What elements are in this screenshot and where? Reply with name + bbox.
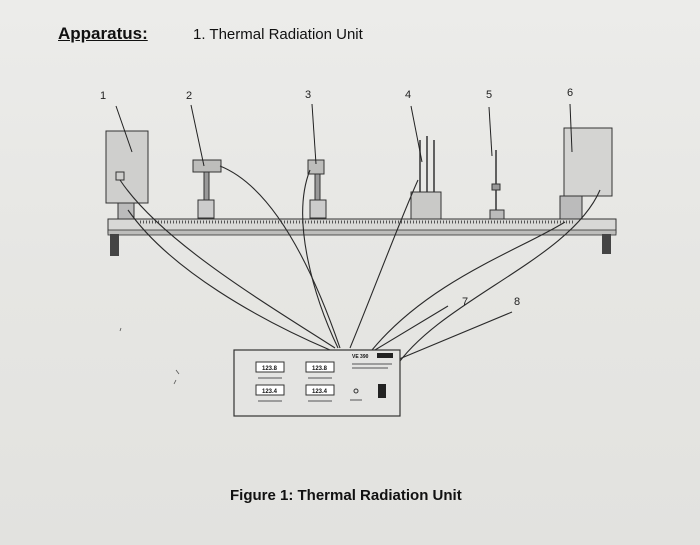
display-4: 123.4 xyxy=(312,389,328,395)
label-3: 3 xyxy=(305,89,312,101)
section-heading: Apparatus: xyxy=(58,24,148,43)
rod-stand-5 xyxy=(488,106,505,220)
unit-title: 1. Thermal Radiation Unit xyxy=(193,26,363,43)
cables xyxy=(119,165,601,369)
display-1: 123.8 xyxy=(262,366,278,372)
track-rail xyxy=(107,218,617,256)
label-8: 8 xyxy=(514,296,521,308)
radiation-source-right xyxy=(559,103,613,220)
sensor-holder-3 xyxy=(307,103,327,219)
label-2: 2 xyxy=(186,90,193,102)
stray-marks xyxy=(119,327,180,385)
label-7: 7 xyxy=(462,296,469,308)
figure-caption: Figure 1: Thermal Radiation Unit xyxy=(230,487,462,504)
measuring-console: 123.8 123.8 123.4 123.4 VE 390 xyxy=(233,349,401,417)
label-5: 5 xyxy=(486,89,493,101)
radiation-source-left xyxy=(105,105,149,220)
display-3: 123.4 xyxy=(262,389,278,395)
label-4: 4 xyxy=(405,89,412,101)
console-model: VE 390 xyxy=(352,354,369,360)
sensor-holder-2 xyxy=(190,104,222,219)
label-6: 6 xyxy=(567,87,574,99)
heater-block-4 xyxy=(410,105,442,220)
label-1: 1 xyxy=(100,90,107,102)
display-2: 123.8 xyxy=(312,366,328,372)
